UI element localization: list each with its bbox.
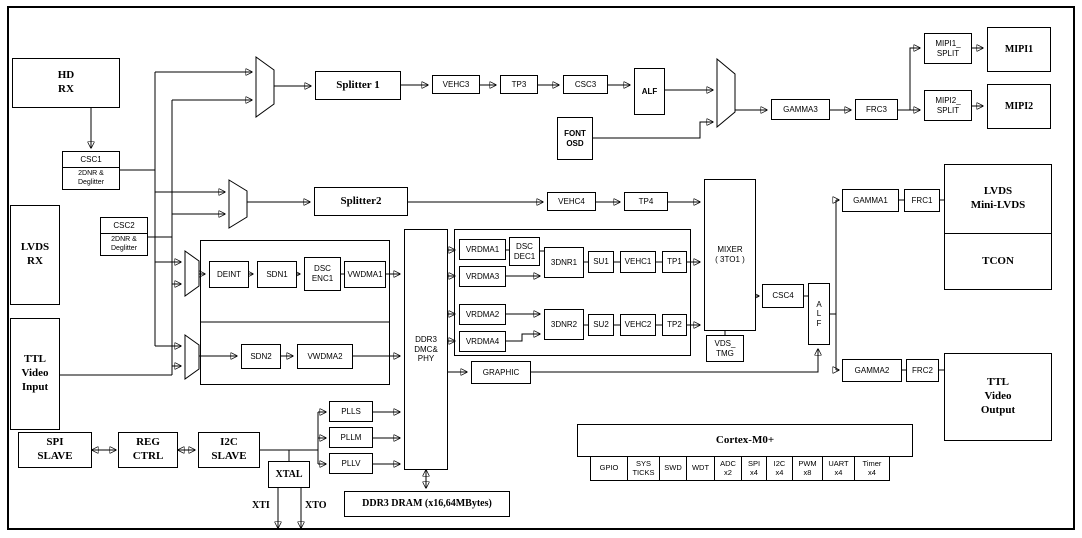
block-gamma1: GAMMA1 (842, 189, 899, 212)
block-sdn1: SDN1 (257, 261, 297, 288)
block-gpio: GPIO (590, 456, 628, 481)
block-vehc2: VEHC2 (620, 314, 656, 336)
block-dsc-enc1: DSC ENC1 (304, 257, 341, 291)
block-timer: Timer x4 (854, 456, 890, 481)
block-mipi2-split: MIPI2_ SPLIT (924, 90, 972, 121)
block-splitter2: Splitter2 (314, 187, 408, 216)
block-sdn2: SDN2 (241, 344, 281, 369)
mux4 (184, 334, 200, 380)
block-graphic: GRAPHIC (471, 361, 531, 384)
block-swd: SWD (659, 456, 687, 481)
mux3 (184, 250, 200, 297)
block-vrdma2: VRDMA2 (459, 304, 506, 325)
block-pwm: PWM x8 (792, 456, 823, 481)
block-pllv: PLLV (329, 453, 373, 474)
block-reg-ctrl: REG CTRL (118, 432, 178, 468)
block-tp3: TP3 (500, 75, 538, 94)
block-vwdma1: VWDMA1 (344, 261, 386, 288)
block-vrdma3: VRDMA3 (459, 266, 506, 287)
block-vwdma2: VWDMA2 (297, 344, 353, 369)
block-frc3: FRC3 (855, 99, 898, 120)
block-xtal: XTAL (268, 461, 310, 488)
arrow-lines (91, 48, 983, 528)
block-mixer-3to1: MIXER ( 3TO1 ) (704, 179, 756, 331)
cortex-peripherals-row: GPIO SYS TICKS SWD WDT ADC x2 SPI x4 I2C… (590, 456, 890, 481)
block-su2: SU2 (588, 314, 614, 336)
block-vehc1: VEHC1 (620, 251, 656, 273)
block-ddr3-dmc-phy: DDR3 DMC& PHY (404, 229, 448, 470)
block-vehc3: VEHC3 (432, 75, 480, 94)
block-spi-slave: SPI SLAVE (18, 432, 92, 468)
block-ddr3-dram: DDR3 DRAM (x16,64MBytes) (344, 491, 510, 517)
block-plls: PLLS (329, 401, 373, 422)
block-cortex-m0: Cortex-M0+ (577, 424, 913, 457)
block-2dnr-deglitter-2: 2DNR & Deglitter (100, 233, 148, 256)
block-csc3: CSC3 (563, 75, 608, 94)
diagram-outer-frame (7, 6, 1075, 530)
block-tp4: TP4 (624, 192, 668, 211)
block-i2c-slave: I2C SLAVE (198, 432, 260, 468)
block-adc: ADC x2 (714, 456, 742, 481)
block-wdt: WDT (686, 456, 715, 481)
mux1 (255, 56, 275, 118)
block-vrdma1: VRDMA1 (459, 239, 506, 260)
block-tp1: TP1 (662, 251, 687, 273)
encoder-group-box (200, 240, 390, 385)
mux-shapes (184, 56, 736, 380)
mux2 (228, 179, 248, 229)
block-font-osd: FONT OSD (557, 117, 593, 160)
block-lvds-rx: LVDS RX (10, 205, 60, 305)
block-ttl-video-output: TTL Video Output (944, 353, 1052, 441)
block-spi: SPI x4 (741, 456, 767, 481)
block-csc1: CSC1 (62, 151, 120, 168)
block-2dnr-deglitter-1: 2DNR & Deglitter (62, 167, 120, 190)
block-3dnr1: 3DNR1 (544, 247, 584, 278)
block-deint: DEINT (209, 261, 249, 288)
block-ttl-video-input: TTL Video Input (10, 318, 60, 430)
plain-lines (60, 72, 944, 464)
block-tp2: TP2 (662, 314, 687, 336)
block-su1: SU1 (588, 251, 614, 273)
block-frc1: FRC1 (904, 189, 940, 212)
block-uart: UART x4 (822, 456, 855, 481)
block-lvds-mini-lvds: LVDS Mini-LVDS (944, 164, 1052, 234)
block-gamma3: GAMMA3 (771, 99, 830, 120)
block-csc2: CSC2 (100, 217, 148, 234)
label-xti: XTI (252, 500, 270, 511)
block-frc2: FRC2 (906, 359, 939, 382)
block-vehc4: VEHC4 (547, 192, 596, 211)
block-alf2: A L F (808, 283, 830, 345)
block-i2c: I2C x4 (766, 456, 793, 481)
label-xto: XTO (305, 500, 327, 511)
block-pllm: PLLM (329, 427, 373, 448)
block-vrdma4: VRDMA4 (459, 331, 506, 352)
block-splitter1: Splitter 1 (315, 71, 401, 100)
block-mipi1: MIPI1 (987, 27, 1051, 72)
block-dsc-dec1: DSC DEC1 (509, 237, 540, 266)
block-vds-tmg: VDS_ TMG (706, 335, 744, 362)
block-mipi2: MIPI2 (987, 84, 1051, 129)
decoder-group-box (454, 229, 691, 356)
block-csc4: CSC4 (762, 284, 804, 308)
mux5 (716, 57, 736, 129)
block-alf1: ALF (634, 68, 665, 115)
block-3dnr2: 3DNR2 (544, 309, 584, 340)
block-mipi1-split: MIPI1_ SPLIT (924, 33, 972, 64)
block-gamma2: GAMMA2 (842, 359, 902, 382)
block-tcon: TCON (944, 233, 1052, 290)
block-sys-ticks: SYS TICKS (627, 456, 660, 481)
block-hd-rx: HD RX (12, 58, 120, 108)
